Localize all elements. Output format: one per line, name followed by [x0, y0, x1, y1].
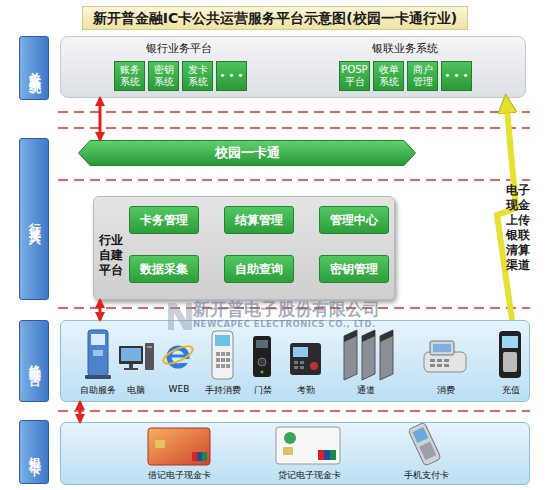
terminal-band: 自助服务电脑WEB手持消费门禁考勤通道消费充值	[60, 320, 530, 402]
red-double-arrow	[99, 300, 102, 320]
node-label: 银行卡	[26, 448, 43, 457]
row-header: 银行卡	[19, 420, 49, 484]
system-box: 密钥系统	[148, 61, 179, 91]
system-group: 银行业务平台 银联业务系统账务系统密钥系统发卡系统 • • • POSP平台收单系统商…	[60, 36, 526, 98]
node-label: 卡务管理	[140, 212, 188, 229]
node-label: 管理中心	[330, 212, 378, 229]
row-header: 行业接入	[19, 138, 49, 300]
module-box: 结算管理	[224, 206, 294, 234]
node-label: 充值	[481, 384, 541, 397]
node-label: 手持消费	[193, 384, 253, 397]
campus-card-bar: 校园一卡通	[78, 140, 416, 166]
edge-label: 电子现金上传银联清算渠道	[505, 183, 531, 273]
row-header: 终端平台	[19, 320, 49, 402]
module-box: 密钥管理	[319, 255, 389, 283]
node-label: • • •	[217, 70, 246, 82]
node-label: 考勤	[276, 384, 336, 397]
node-label: 自助查询	[235, 261, 283, 278]
node-label: 密钥管理	[330, 261, 378, 278]
node-label: 商户管理	[408, 64, 437, 88]
red-double-arrow	[99, 98, 102, 140]
bar-shape	[79, 141, 416, 166]
system-box: 账务系统	[114, 61, 145, 91]
system-box: 收单系统	[373, 61, 404, 91]
node-label: 借记电子现金卡	[139, 469, 219, 482]
node-label: POSP平台	[340, 64, 369, 88]
node-label: 结算管理	[235, 212, 283, 229]
module-box: 数据采集	[129, 255, 199, 283]
node-label: 电脑	[106, 384, 166, 397]
separator-line	[58, 127, 530, 129]
system-box: • • •	[441, 61, 472, 91]
node-label: • • •	[442, 70, 471, 82]
separator-line	[58, 111, 530, 113]
node-label: WEB	[149, 384, 209, 394]
system-box: • • •	[216, 61, 247, 91]
watermark-text: 新开普电子股份有限公司	[193, 298, 380, 321]
node-label: 通道	[336, 384, 396, 397]
module-box: 卡务管理	[129, 206, 199, 234]
node-label: 行业自建平台	[98, 233, 124, 278]
diagram-title: 新开普金融IC卡公共运营服务平台示意图(校园一卡通行业)	[82, 6, 468, 30]
node-label: 数据采集	[140, 261, 188, 278]
red-double-arrow	[79, 402, 82, 422]
node-label: 收单系统	[374, 64, 403, 88]
node-label: 密钥系统	[149, 64, 178, 88]
node-label: 银行业务平台	[144, 41, 214, 56]
system-box: 发卡系统	[182, 61, 213, 91]
node-label: 校园一卡通	[215, 144, 280, 162]
node-label: 终端平台	[26, 355, 43, 367]
node-label: 发卡系统	[183, 64, 212, 88]
node-label: 行业接入	[26, 213, 43, 225]
watermark-text: NEWCAPEC ELECTRONICS CO., LTD.	[193, 319, 376, 329]
separator-line	[58, 410, 530, 412]
separator-line	[58, 112, 530, 411]
system-box: POSP平台	[339, 61, 370, 91]
node-label: 消费	[416, 384, 476, 397]
node-label: 门禁	[233, 384, 293, 397]
separator-line	[58, 179, 530, 181]
node-label: 手机支付卡	[386, 469, 466, 482]
module-box: 管理中心	[319, 206, 389, 234]
node-label: 账务系统	[115, 64, 144, 88]
node-label: 贷记电子现金卡	[269, 469, 349, 482]
node-label: 自助服务	[68, 384, 128, 397]
platform-group: 行业自建平台卡务管理 结算管理 管理中心数据采集 自助查询 密钥管理	[93, 196, 395, 300]
module-box: 自助查询	[224, 255, 294, 283]
system-box: 商户管理	[407, 61, 438, 91]
node-label: 关联系统	[26, 62, 43, 74]
row-header: 关联系统	[19, 36, 49, 100]
bank-card-band: 借记电子现金卡 贷记电子现金卡 手机支付卡	[60, 422, 530, 485]
node-label: 银联业务系统	[370, 41, 440, 56]
